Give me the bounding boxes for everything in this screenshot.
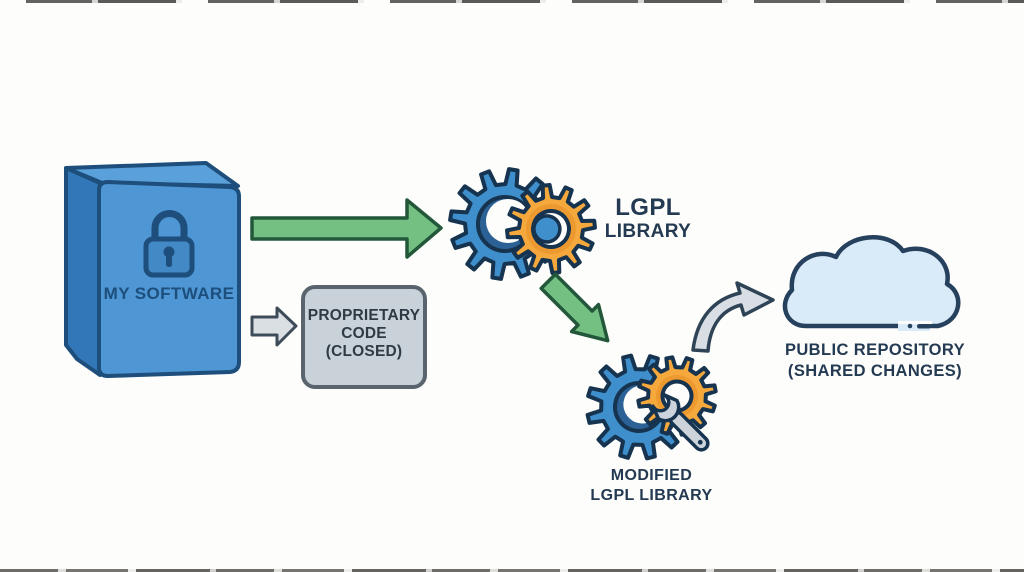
gray-outline-arrow-icon: [250, 306, 298, 347]
gears-icon: [448, 167, 597, 281]
repo-line2: (SHARED CHANGES): [787, 362, 963, 380]
lgpl-line2: LIBRARY: [604, 221, 692, 242]
cloud-outline-dash: [917, 324, 931, 329]
public-repository-label: PUBLIC REPOSITORY (SHARED CHANGES): [780, 340, 970, 382]
locked-software-box-icon: [64, 161, 241, 378]
lgpl-library-label: LGPL LIBRARY: [588, 195, 708, 243]
gray-curved-arrow-icon: [691, 281, 775, 353]
repo-line1: PUBLIC REPOSITORY: [784, 341, 966, 359]
my-software-text: MY SOFTWARE: [103, 284, 235, 303]
box-side-face: [64, 166, 102, 377]
proprietary-line3: (CLOSED): [325, 343, 403, 360]
modified-line1: MODIFIED: [610, 467, 693, 484]
green-arrow-diagonal-icon: [539, 272, 610, 343]
my-software-label: MY SOFTWARE: [94, 284, 244, 304]
lgpl-line1: LGPL: [615, 194, 681, 221]
orange-gear: [505, 183, 597, 275]
modified-line2: LGPL LIBRARY: [590, 487, 713, 504]
cloud-icon: [782, 235, 961, 331]
proprietary-line2: CODE: [341, 325, 387, 342]
gears-wrench-icon: [585, 353, 718, 461]
proprietary-code-box: [301, 285, 427, 389]
wrench-icon: [651, 393, 710, 452]
green-arrow-right-icon: [250, 198, 443, 259]
cloud-outline-gap: [898, 321, 930, 331]
proprietary-code-label: PROPRIETARY CODE (CLOSED): [303, 307, 425, 361]
modified-library-label: MODIFIED LGPL LIBRARY: [574, 466, 729, 506]
cloud-outline-dot: [907, 323, 913, 329]
proprietary-line1: PROPRIETARY: [307, 307, 421, 324]
lock-icon: [143, 210, 195, 278]
box-front-face: [97, 180, 241, 378]
